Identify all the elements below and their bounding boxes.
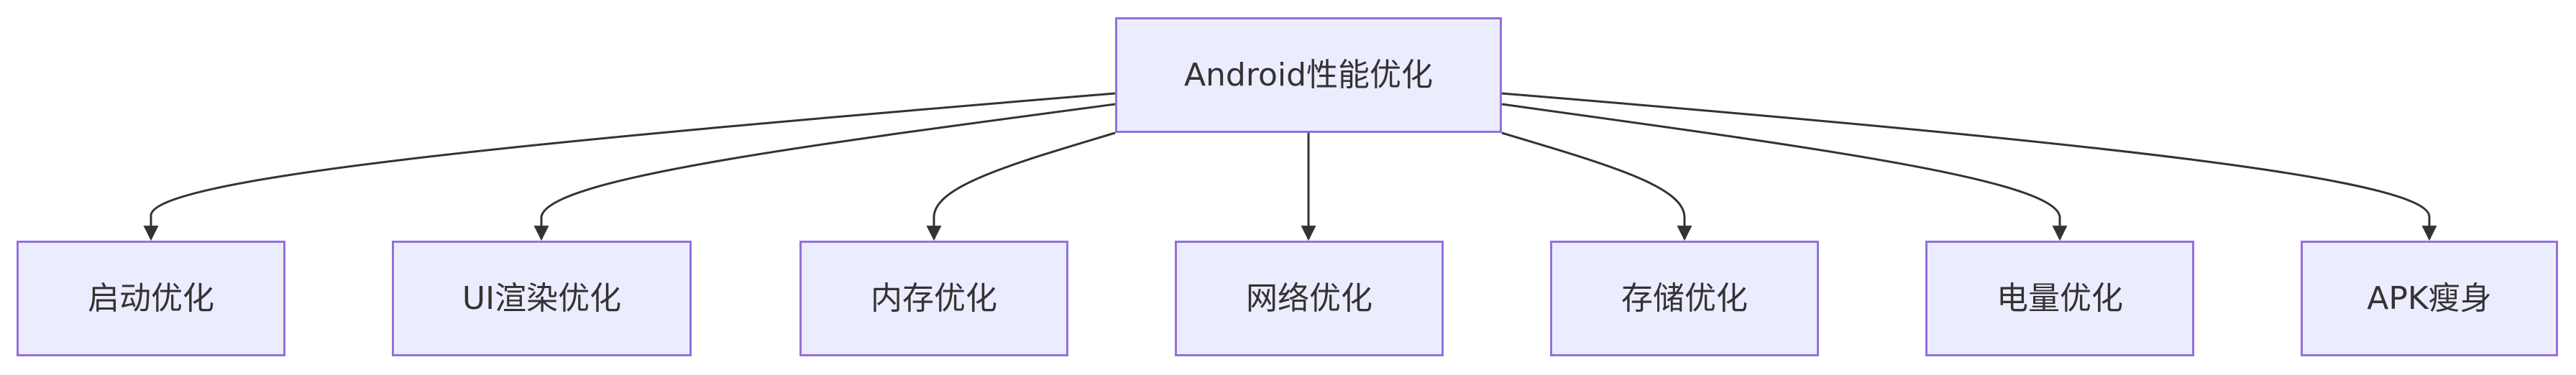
root-node: Android性能优化 bbox=[1115, 17, 1502, 133]
node-label: APK瘦身 bbox=[2367, 279, 2492, 317]
node-label: 内存优化 bbox=[871, 279, 997, 317]
node-label: 网络优化 bbox=[1246, 279, 1372, 317]
node-storage-optimization: 存储优化 bbox=[1550, 241, 1819, 356]
node-battery-optimization: 电量优化 bbox=[1925, 241, 2194, 356]
node-ui-render-optimization: UI渲染优化 bbox=[392, 241, 692, 356]
edge-root-to-ui-render bbox=[533, 103, 1116, 241]
node-label: UI渲染优化 bbox=[462, 279, 622, 317]
node-label: 启动优化 bbox=[88, 279, 214, 317]
node-network-optimization: 网络优化 bbox=[1175, 241, 1444, 356]
root-node-label: Android性能优化 bbox=[1183, 56, 1434, 93]
edge-root-to-battery bbox=[1501, 103, 2068, 241]
node-label: 电量优化 bbox=[1997, 279, 2123, 317]
edge-root-to-apk-slim bbox=[1501, 92, 2437, 241]
edge-root-to-startup bbox=[143, 92, 1116, 241]
node-memory-optimization: 内存优化 bbox=[799, 241, 1068, 356]
edge-root-to-memory bbox=[926, 131, 1116, 241]
node-label: 存储优化 bbox=[1621, 279, 1748, 317]
node-startup-optimization: 启动优化 bbox=[17, 241, 285, 356]
node-apk-slimming: APK瘦身 bbox=[2301, 241, 2558, 356]
edge-root-to-storage bbox=[1501, 131, 1692, 241]
